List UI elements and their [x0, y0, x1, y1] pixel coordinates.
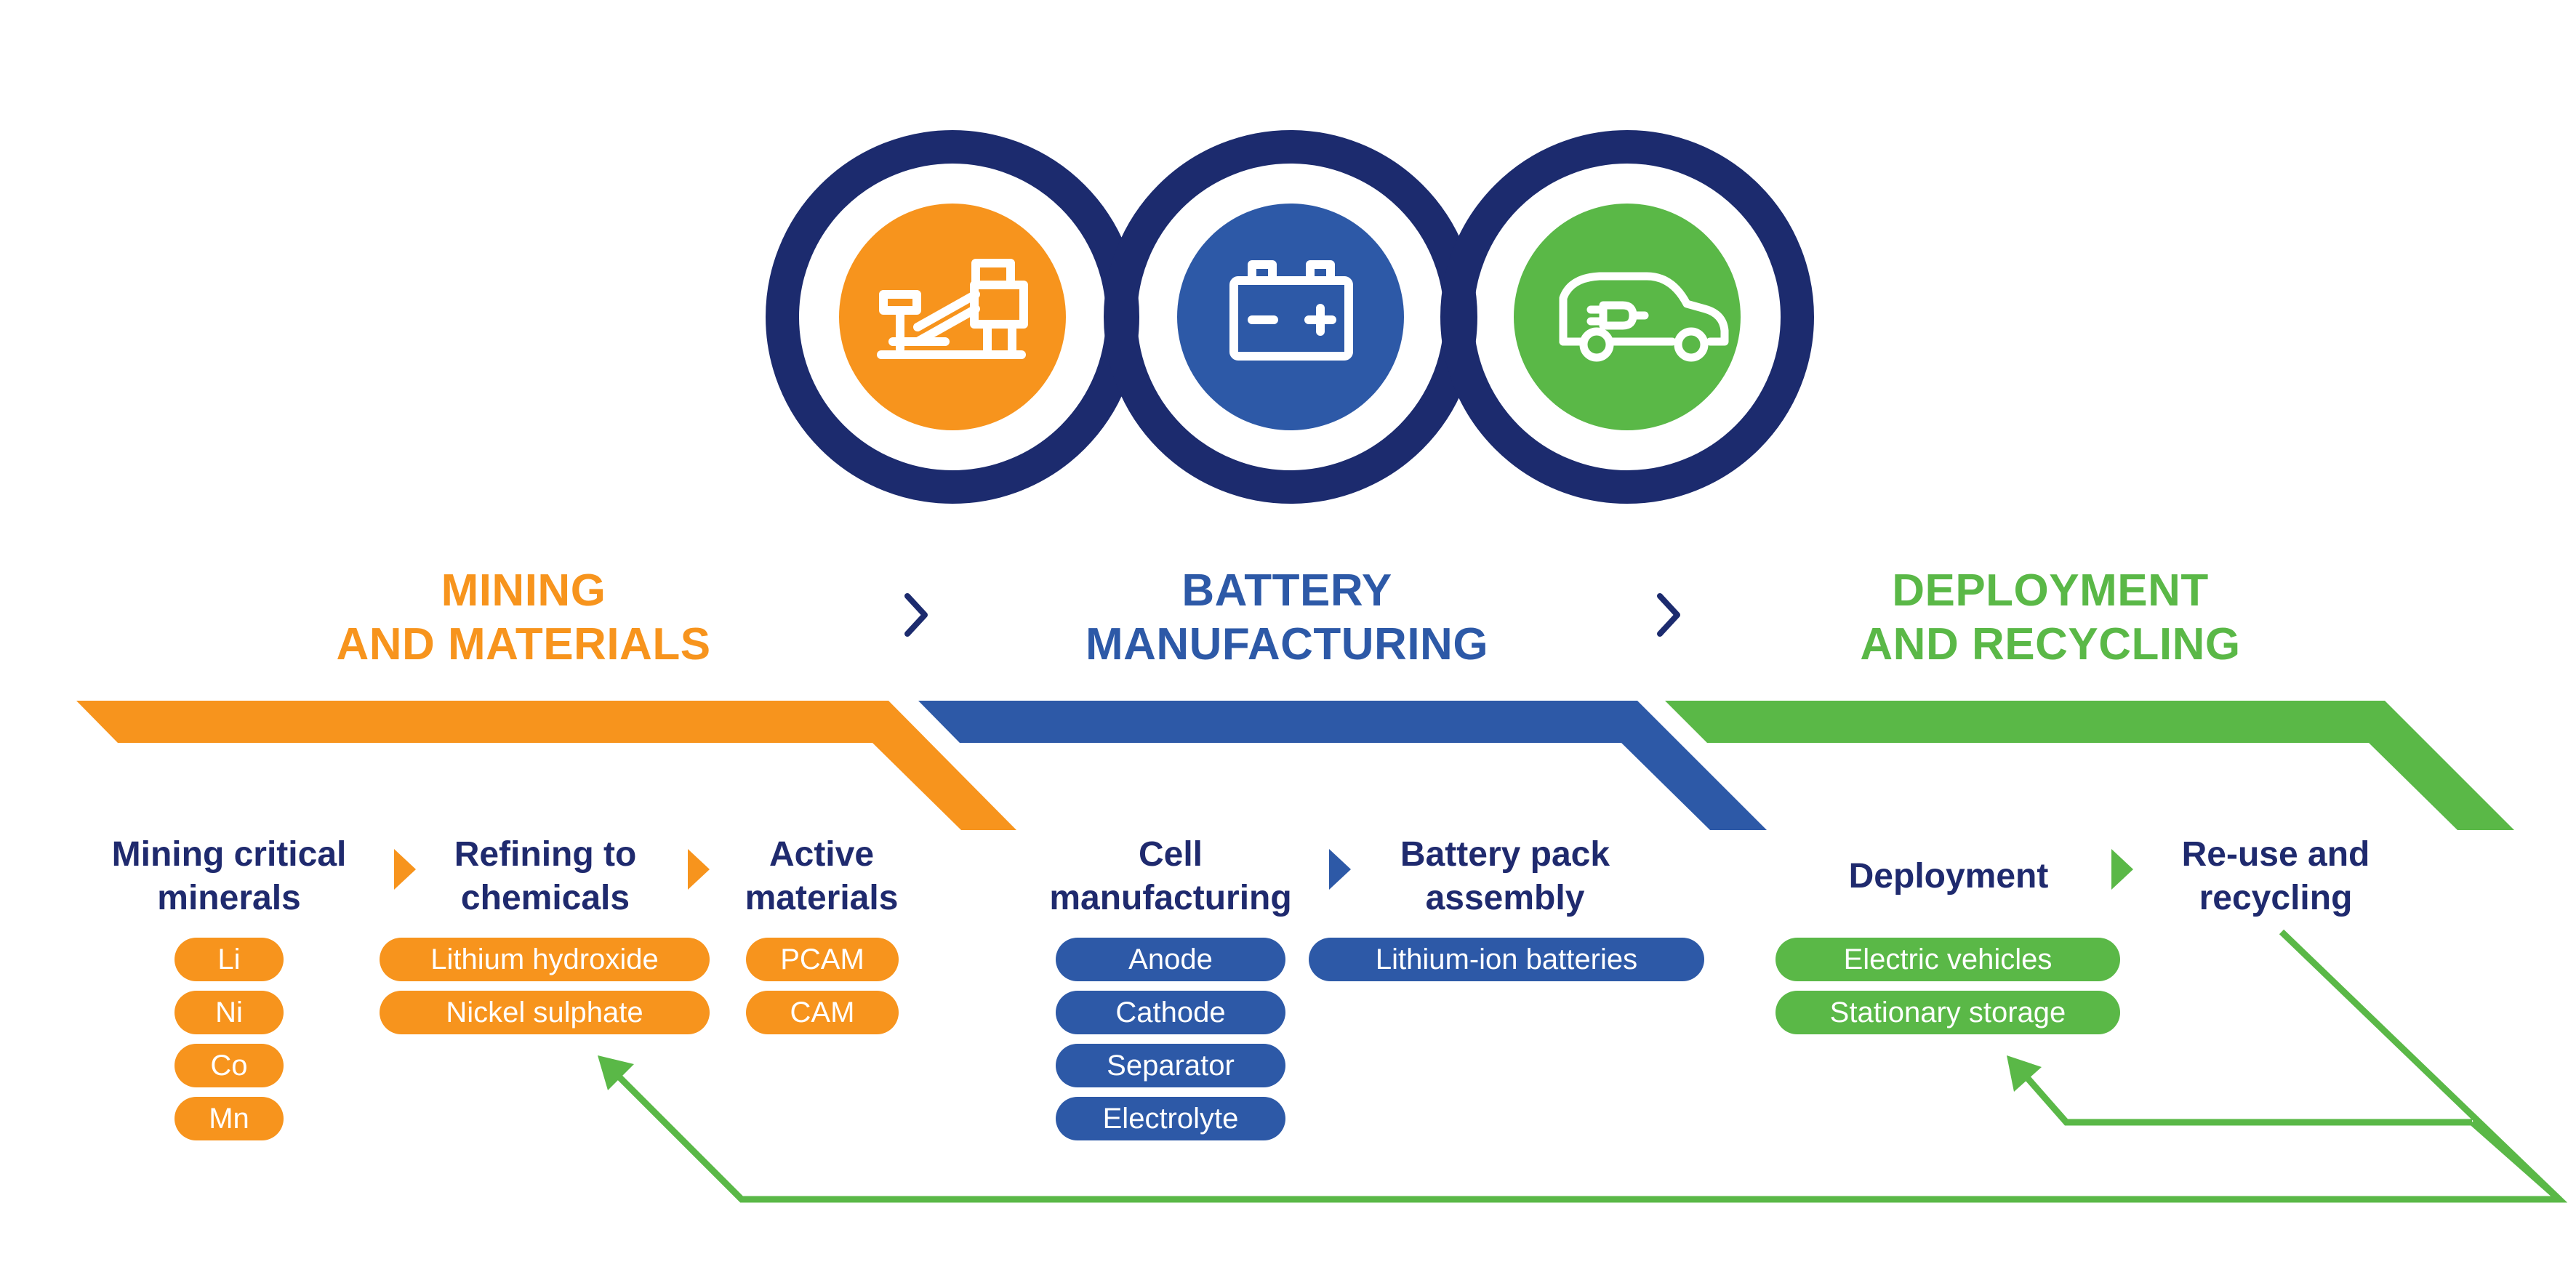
- loop-join: [2470, 1119, 2561, 1202]
- stage-label: Active: [769, 835, 875, 874]
- pill-cam: CAM: [746, 991, 899, 1034]
- battery-icon: [1229, 260, 1353, 361]
- stage-label: Refining to: [454, 835, 637, 874]
- stage-mining-critical-minerals: Mining critical minerals: [87, 833, 371, 920]
- stage-label: Deployment: [1848, 857, 2049, 895]
- stage-label: minerals: [157, 879, 301, 917]
- arrowhead-deployment: [2007, 1055, 2042, 1092]
- section-chevron-1: [904, 593, 928, 637]
- pill-anode: Anode: [1056, 938, 1285, 981]
- pill-nickel-sulphate: Nickel sulphate: [380, 991, 710, 1034]
- stage-arrow-deployment-1: [2111, 849, 2133, 890]
- stage-arrow-battery-1: [1329, 849, 1351, 890]
- mining-equipment-icon: [877, 259, 1028, 359]
- mining-section-title: MINING AND MATERIALS: [276, 564, 771, 672]
- mining-circle: [839, 204, 1066, 430]
- pill-lithium-hydroxide: Lithium hydroxide: [380, 938, 710, 981]
- deployment-title-line2: AND RECYCLING: [1860, 619, 2241, 669]
- stage-label: Cell: [1138, 835, 1203, 874]
- pill-mn: Mn: [174, 1097, 284, 1140]
- pill-ni: Ni: [174, 991, 284, 1034]
- ring-right: [1440, 130, 1814, 504]
- electric-car-icon: [1559, 272, 1729, 362]
- stage-label: Re-use and: [2181, 835, 2370, 874]
- stage-reuse-and-recycling: Re-use and recycling: [2145, 833, 2407, 920]
- car-circle: [1514, 204, 1741, 430]
- stage-label: chemicals: [460, 879, 630, 917]
- mining-title-line2: AND MATERIALS: [336, 619, 711, 669]
- pill-cathode: Cathode: [1056, 991, 1285, 1034]
- battery-circle: [1177, 204, 1404, 430]
- deployment-title-line1: DEPLOYMENT: [1892, 565, 2209, 616]
- mining-band: [76, 701, 1016, 830]
- section-chevron-2: [1657, 593, 1680, 637]
- stage-label: Battery pack: [1400, 835, 1610, 874]
- deployment-section-title: DEPLOYMENT AND RECYCLING: [1789, 564, 2312, 672]
- pill-co: Co: [174, 1044, 284, 1087]
- recycling-loop-arrows: [602, 929, 2568, 1203]
- stage-label: manufacturing: [1049, 879, 1292, 917]
- recycle-to-refining-arrow: [602, 929, 2568, 1203]
- stage-battery-pack-assembly: Battery pack assembly: [1352, 833, 1658, 920]
- pill-pcam: PCAM: [746, 938, 899, 981]
- reuse-to-deployment-arrow: [2011, 1060, 2472, 1126]
- pill-lithium-ion-batteries: Lithium-ion batteries: [1309, 938, 1704, 981]
- stage-cell-manufacturing: Cell manufacturing: [1032, 833, 1309, 920]
- stage-label: recycling: [2199, 879, 2353, 917]
- stage-refining-to-chemicals: Refining to chemicals: [407, 833, 683, 920]
- linked-rings: [766, 130, 1814, 504]
- pill-li: Li: [174, 938, 284, 981]
- stage-arrow-mining-1: [394, 849, 416, 890]
- stage-label: materials: [745, 879, 899, 917]
- stage-arrow-mining-2: [688, 849, 710, 890]
- battery-title-line1: BATTERY: [1181, 565, 1392, 616]
- stage-deployment: Deployment: [1774, 855, 2123, 898]
- battery-band: [918, 701, 1767, 830]
- pill-stationary-storage: Stationary storage: [1775, 991, 2120, 1034]
- stage-label: assembly: [1425, 879, 1585, 917]
- stage-label: Mining critical: [111, 835, 347, 874]
- pill-separator: Separator: [1056, 1044, 1285, 1087]
- mining-title-line1: MINING: [441, 565, 606, 616]
- pill-electric-vehicles: Electric vehicles: [1775, 938, 2120, 981]
- arrowhead-refining: [598, 1055, 634, 1090]
- deployment-band: [1665, 701, 2514, 830]
- battery-title-line2: MANUFACTURING: [1085, 619, 1489, 669]
- battery-section-title: BATTERY MANUFACTURING: [1025, 564, 1549, 672]
- pill-electrolyte: Electrolyte: [1056, 1097, 1285, 1140]
- stage-active-materials: Active materials: [720, 833, 923, 920]
